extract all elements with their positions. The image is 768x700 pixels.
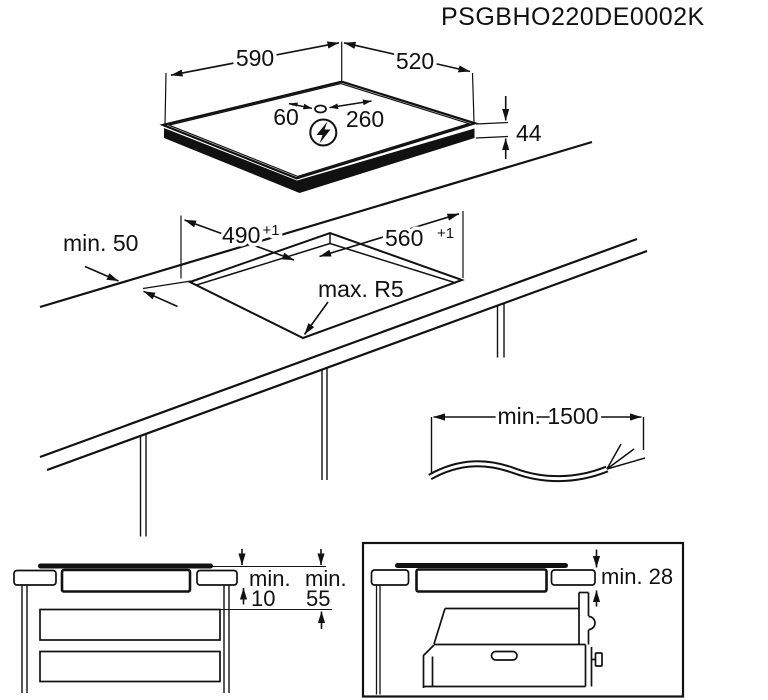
corner-radius-arrow [303,301,329,335]
depth-dimension-arrow [343,41,471,73]
hob-body-band [164,128,475,193]
hole-offset-left-arrow [288,102,313,110]
worktop-bottom-edge [46,249,648,472]
ext-line-right-corner [471,72,475,123]
power-connection-icon [309,118,338,147]
lightning-bolt-icon [316,121,331,144]
cable-core-highlight [429,462,608,481]
ext-line-thickness-bottom [475,135,509,139]
front-clearance-label: min. 50 [63,230,138,256]
cutout-depth-tolerance: +1 [263,222,280,239]
hole-offset-left-label: 60 [273,104,299,130]
cable-length-label: min. 1500 [497,403,598,429]
cutout-width-tolerance: +1 [437,225,454,242]
cutout-width-arrow [319,213,460,258]
worktop-left-section-2 [370,569,410,586]
worktop-back-edge [39,140,593,309]
hole-offset-right-arrow [329,99,372,110]
drawer-clearance-view: min. 10 min. 55 [13,549,347,693]
hob-glass-profile-2 [395,563,568,568]
hole-offset-right-label: 260 [346,106,384,132]
drawing-code-label: PSGBHO220DE0002K [441,3,705,31]
ext-line-thickness-top [475,121,509,125]
hob-glass-top [159,80,479,180]
cabinet-side-walls [21,585,230,693]
front-clearance-arrow-lower [143,290,178,308]
hob-depth-label: 520 [396,48,434,74]
hob-body-profile [60,568,192,593]
gap10-min-label: min. [249,566,291,591]
worktop-cutout-view: 490 +1 560 +1 min. 50 max. R5 [39,140,648,537]
cutout-width-label: 560 [385,225,423,251]
corner-radius-label: max. R5 [318,276,404,302]
width-dimension-arrow [170,41,340,77]
hob-glass-profile [38,563,213,569]
gap55-value-label: 55 [306,586,330,611]
circle-outline [309,118,338,147]
oven-left-side-edge [422,644,435,688]
drawer-front-upper [39,608,221,641]
oven-clearance-view: min. 28 [361,541,685,698]
hob-body-profile-2 [415,568,548,593]
oven [422,591,603,688]
oven-door-handle [490,650,518,661]
cable-wire-ends [606,443,646,470]
worktop-supports [139,303,505,537]
ext-line-front-clearance [142,280,192,290]
worktop-front-edge [39,237,638,459]
gap55-min-label: min. [305,566,347,591]
front-clearance-arrow-upper [84,265,119,282]
cable-hole [314,104,327,114]
oven-top-left-slant [433,608,446,645]
ext-line-left-corner [164,72,167,126]
cutout-depth-label: 490 [222,222,260,248]
cutout-depth-arrow [184,219,295,261]
hob-glass-inner-edge [167,82,471,178]
hob-3d-view: 590 520 60 260 44 [159,41,542,193]
oven-lower-knob [594,652,603,667]
worktop-right-section [196,569,238,586]
oven-clearance-label: min. 28 [601,564,673,589]
power-cable-view: min. 1500 [428,400,646,483]
oven-side-knob [588,615,596,631]
worktop-left-section [13,569,57,586]
hob-thickness-label: 44 [516,120,542,146]
cabinet-side-wall-2 [375,585,381,695]
gap10-value-label: 10 [251,586,275,611]
hob-width-label: 590 [236,45,274,71]
worktop-right-section-2 [550,569,596,586]
drawer-front-lower [39,650,221,683]
cutout-inner-left-wall [196,242,331,286]
